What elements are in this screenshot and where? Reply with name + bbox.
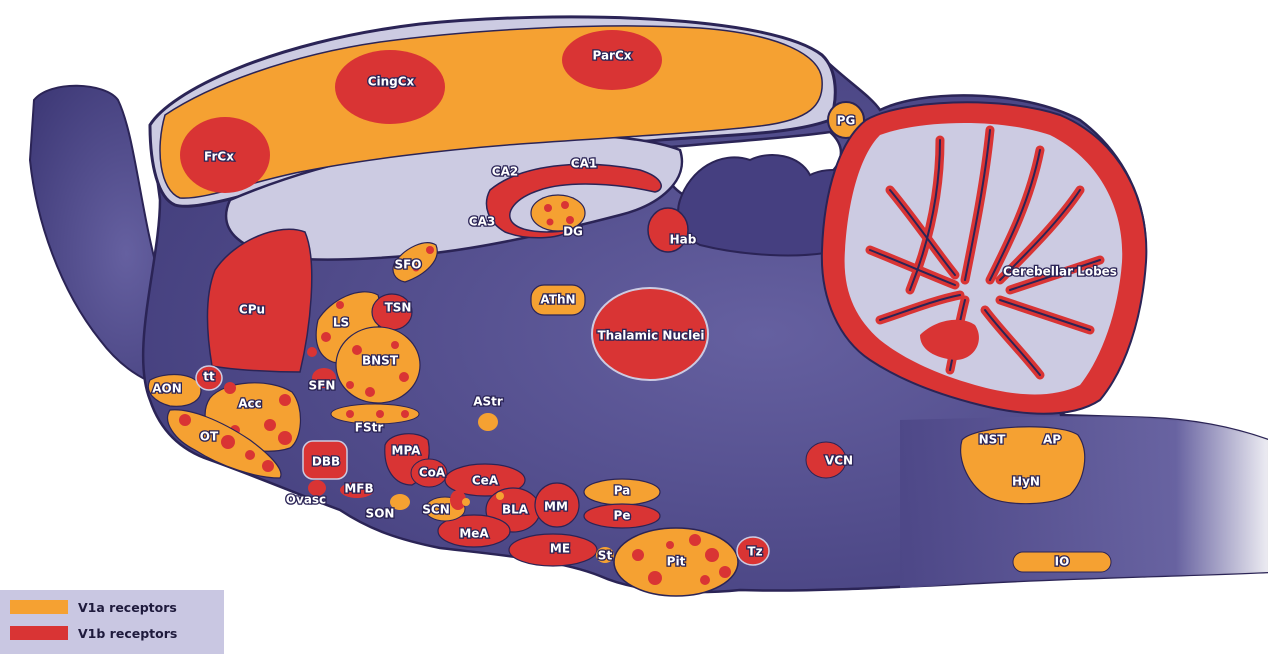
label-tz: Tz xyxy=(747,545,762,559)
label-frcx: FrCx xyxy=(204,150,234,164)
label-cea: CeA xyxy=(472,474,499,488)
label-ca1: CA1 xyxy=(571,157,597,171)
label-cpu: CPu xyxy=(239,303,265,317)
label-mm: MM xyxy=(544,500,568,514)
label-bla: BLA xyxy=(502,503,529,517)
label-st: St xyxy=(598,549,613,563)
label-mpa: MPA xyxy=(392,444,422,458)
label-acc: Acc xyxy=(238,397,262,411)
legend-item-v1b: V1b receptors xyxy=(10,624,177,642)
label-hab: Hab xyxy=(670,233,697,247)
label-cingcx: CingCx xyxy=(368,75,415,89)
label-thalamic-nuclei: Thalamic Nuclei xyxy=(597,329,704,343)
label-pe: Pe xyxy=(614,509,631,523)
label-sfn: SFN xyxy=(309,379,336,393)
label-hyn: HyN xyxy=(1012,475,1040,489)
label-coa: CoA xyxy=(419,466,446,480)
label-me: ME xyxy=(550,542,570,556)
label-dbb: DBB xyxy=(312,455,340,469)
label-parcx: ParCx xyxy=(592,49,631,63)
label-cerebellar-lobes: Cerebellar Lobes xyxy=(1003,265,1117,279)
label-nst: NST xyxy=(979,433,1007,447)
label-astr: AStr xyxy=(473,395,503,409)
legend-swatch-v1b xyxy=(10,626,68,640)
legend-label-v1b: V1b receptors xyxy=(78,626,177,641)
legend-swatch-v1a xyxy=(10,600,68,614)
astr-region xyxy=(478,413,498,431)
label-aon: AON xyxy=(152,382,182,396)
legend-label-v1a: V1a receptors xyxy=(78,600,177,615)
label-pit: Pit xyxy=(667,555,686,569)
label-fstr: FStr xyxy=(355,421,384,435)
label-sfo: SFO xyxy=(394,258,421,272)
label-ap: AP xyxy=(1043,433,1061,447)
label-scn: SCN xyxy=(422,503,450,517)
label-dg: DG xyxy=(563,225,583,239)
label-ls: LS xyxy=(333,316,349,330)
label-vcn: VCN xyxy=(825,454,853,468)
label-mea: MeA xyxy=(459,527,489,541)
label-ca2: CA2 xyxy=(492,165,518,179)
label-son: SON xyxy=(366,507,395,521)
label-mfb: MFB xyxy=(344,482,373,496)
label-ca3: CA3 xyxy=(469,215,495,229)
label-tt: tt xyxy=(203,370,215,384)
label-athn: AThN xyxy=(540,293,575,307)
label-ot: OT xyxy=(200,430,219,444)
legend: V1a receptors V1b receptors xyxy=(0,590,224,654)
label-pa: Pa xyxy=(614,484,631,498)
legend-item-v1a: V1a receptors xyxy=(10,598,177,616)
label-bnst: BNST xyxy=(362,354,399,368)
label-tsn: TSN xyxy=(385,301,412,315)
label-ovasc: Ovasc xyxy=(286,493,326,507)
label-pg: PG xyxy=(837,114,856,128)
label-io: IO xyxy=(1055,555,1070,569)
